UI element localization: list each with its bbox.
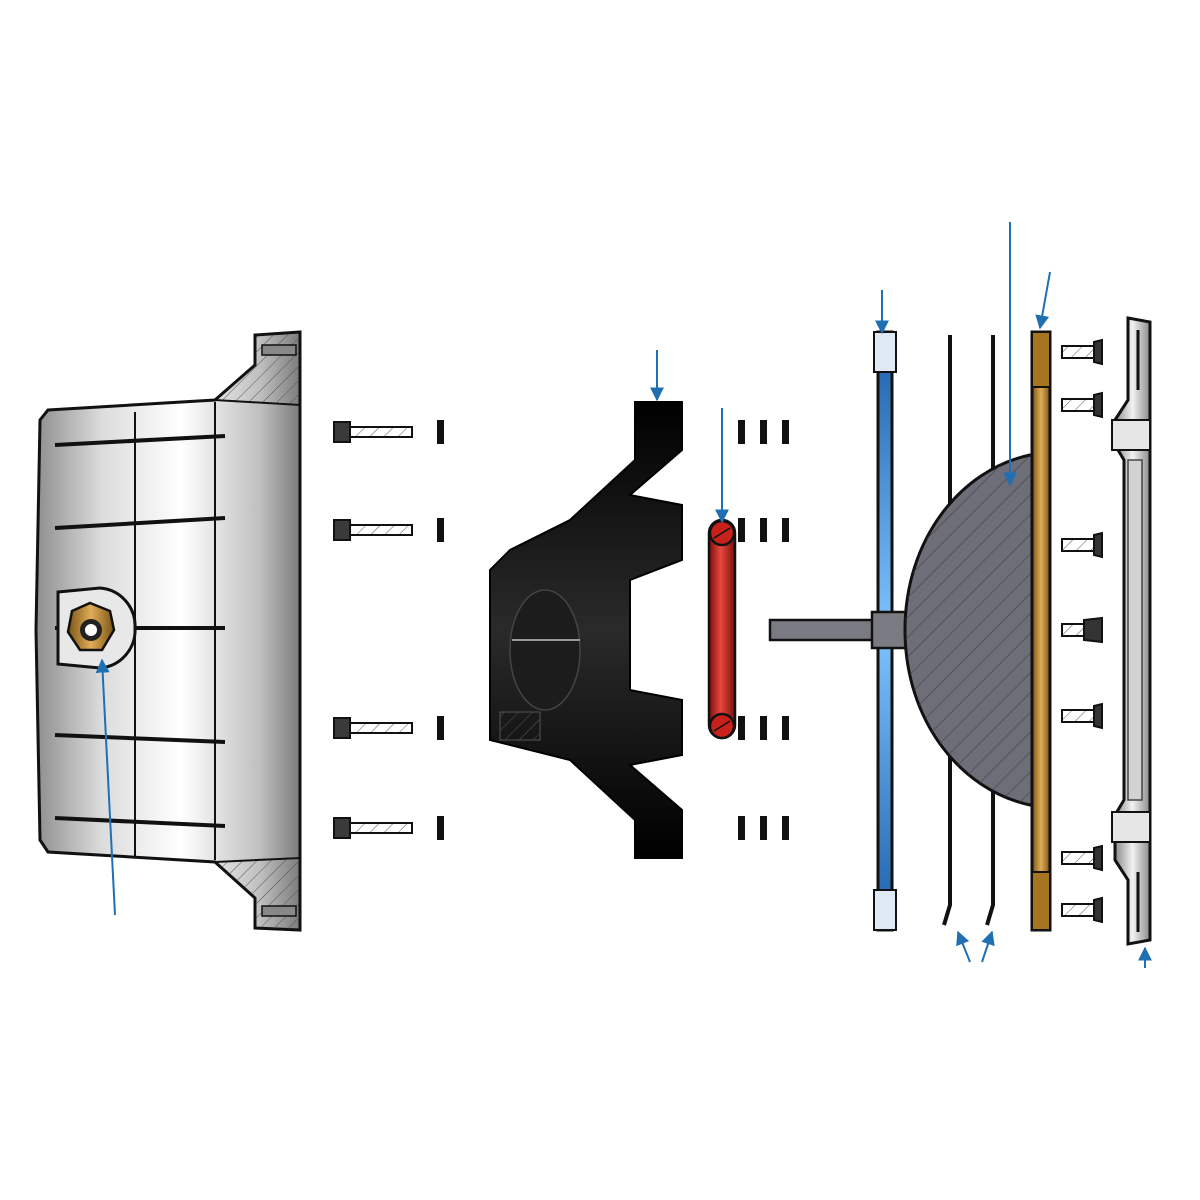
screw-head (1093, 844, 1103, 872)
o-ring-body (707, 518, 737, 740)
bolt-head (333, 817, 351, 839)
bolt-thread (349, 524, 413, 536)
lamp-stem (768, 618, 882, 642)
mount-bore-highlight (509, 589, 581, 711)
washer (760, 716, 767, 740)
screw (1061, 896, 1103, 924)
nut (437, 816, 444, 840)
bolt-head (333, 717, 351, 739)
screw (1061, 531, 1103, 559)
screw (1061, 616, 1103, 644)
bezel-clip-top (1111, 419, 1151, 451)
leader-arrow (956, 930, 971, 963)
nut (437, 420, 444, 444)
gasket-mount (489, 401, 683, 859)
brass-ring-cap-top (1031, 331, 1051, 388)
brass-ring (1030, 330, 1052, 932)
washer (738, 518, 745, 542)
washer (760, 816, 767, 840)
brass-ring-cap-bottom (1031, 871, 1051, 931)
housing (34, 330, 302, 932)
washer (760, 518, 767, 542)
housing-slot-bottom (261, 905, 297, 917)
screw-head (1093, 391, 1103, 419)
bolt-thread (349, 722, 413, 734)
screw (1061, 702, 1103, 730)
lens-ring-cap-bottom (873, 889, 897, 931)
o-ring (707, 518, 737, 740)
leader-arrow (981, 930, 995, 963)
screw-head (1093, 531, 1103, 559)
mount-body (489, 401, 683, 859)
screw (1061, 338, 1103, 366)
screw-thread (1061, 345, 1095, 359)
screw-thread (1061, 623, 1085, 637)
o-ring-hatch-bottom (713, 720, 731, 732)
washer (738, 420, 745, 444)
bezel-clip-bottom (1111, 811, 1151, 843)
leader-arrow (1035, 271, 1051, 330)
gland-hole (85, 624, 97, 636)
leader-lines (95, 222, 1152, 968)
housing-flange-top (212, 330, 301, 407)
screw-thread (1061, 903, 1095, 917)
washer (782, 816, 789, 840)
nuts (437, 420, 444, 840)
housing-ribs (54, 402, 226, 860)
screw-head (1093, 338, 1103, 366)
bolt (333, 519, 413, 541)
lens-ring-cap-top (873, 331, 897, 373)
screw (1061, 391, 1103, 419)
housing-slot-top (261, 344, 297, 356)
screw-thread (1061, 851, 1095, 865)
screw-head (1083, 616, 1103, 644)
leader-arrow (95, 658, 116, 916)
screws (1061, 338, 1103, 924)
bezel (1111, 316, 1152, 946)
nut (437, 716, 444, 740)
bezel-glass (1127, 459, 1143, 801)
brass-ring-body (1030, 330, 1052, 932)
screw (1061, 844, 1103, 872)
bolt-thread (349, 822, 413, 834)
reflector (768, 453, 1045, 807)
screw-thread (1061, 538, 1095, 552)
bolt-thread (349, 426, 413, 438)
washer (738, 816, 745, 840)
reflector-hatch (905, 455, 1043, 805)
washer (782, 518, 789, 542)
nut (437, 518, 444, 542)
screw-head (1093, 702, 1103, 730)
o-ring-hatch-top (713, 527, 731, 539)
washers (738, 420, 789, 840)
mount-thread (499, 711, 541, 741)
washer (782, 716, 789, 740)
bolt (333, 717, 413, 739)
washer (782, 420, 789, 444)
bolt (333, 817, 413, 839)
screw-thread (1061, 709, 1095, 723)
bolts (333, 421, 413, 839)
washer (760, 420, 767, 444)
bolt-head (333, 519, 351, 541)
housing-flange-bottom (212, 856, 301, 932)
screw-head (1093, 896, 1103, 924)
washer (738, 716, 745, 740)
screw-thread (1061, 398, 1095, 412)
bolt-head (333, 421, 351, 443)
bolt (333, 421, 413, 443)
